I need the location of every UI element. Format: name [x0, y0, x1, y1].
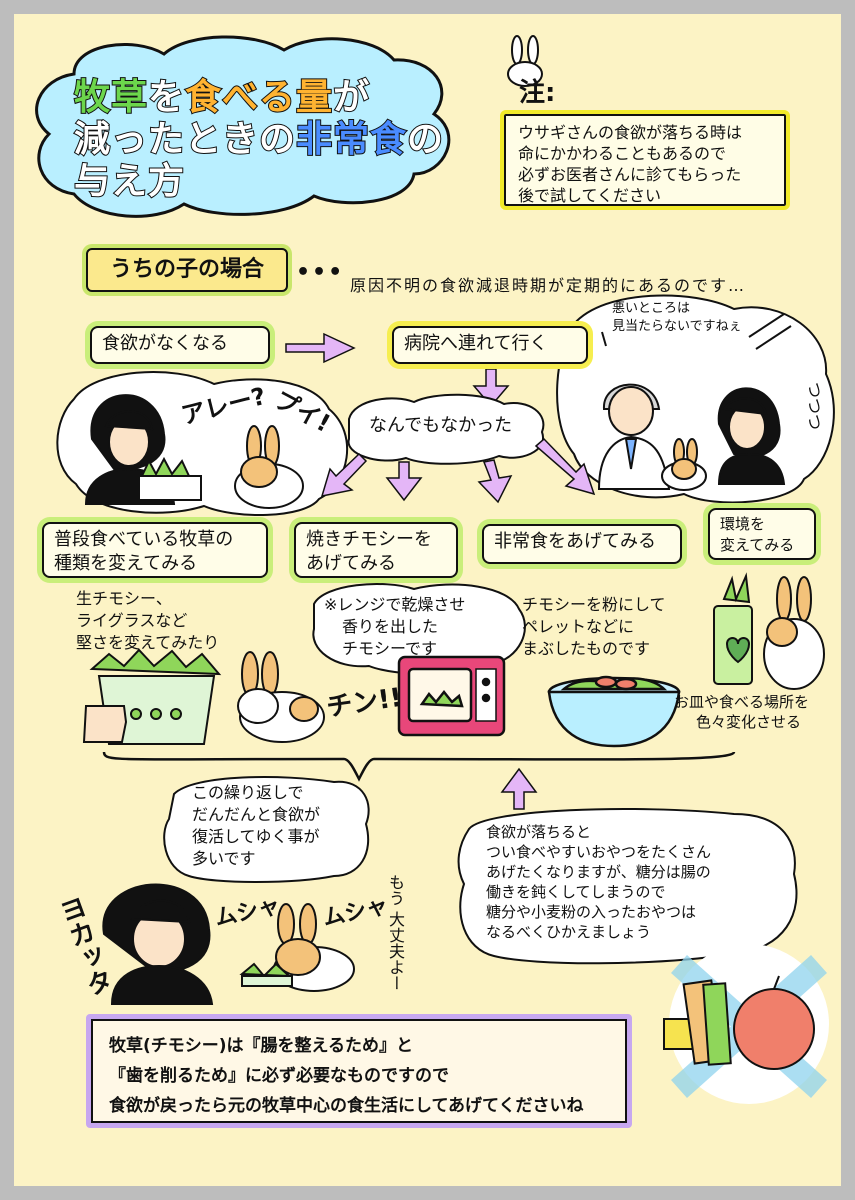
arrow-right-icon — [285, 332, 356, 364]
title-line-3: 与え方 — [73, 161, 186, 203]
title-word: 量 — [295, 77, 334, 119]
warning-line: 働きを鈍くしてしまうので — [486, 883, 666, 901]
desc-line: 香りを出した — [342, 617, 439, 636]
title-line-2: 減ったときの非常食の — [73, 119, 445, 161]
note-line: ウサギさんの食欲が落ちる時は — [518, 123, 743, 142]
case-description: 原因不明の食欲減退時期が定期的にあるのです… — [350, 276, 747, 295]
note-line: 命にかかわることもあるので — [518, 144, 727, 163]
desc-line: お皿や食べる場所を — [674, 693, 810, 711]
microwave-icon — [397, 655, 506, 737]
desc-cloud-2 — [312, 583, 526, 676]
doctor-speech: 悪いところは 見当たらないですねぇ — [612, 300, 742, 336]
bottom-line: 『歯を削るため』に必ず必要なものですので — [109, 1066, 449, 1086]
desc-line: まぶしたものです — [522, 639, 651, 658]
bunny-clinic — [661, 438, 707, 491]
option-desc-3: チモシーを粉にして ペレットなどに まぶしたものです — [522, 594, 666, 660]
bunny-speech-line: もう — [386, 874, 405, 906]
warning-line: つい食べやすいおやつをたくさん — [486, 843, 712, 861]
title-line-1: 牧草を食べる量が — [73, 77, 371, 119]
prohibited-snacks-icon — [663, 944, 829, 1104]
note-line: 必ずお医者さんに診てもらった — [518, 165, 742, 184]
bottom-line: 牧草(チモシー)は『腸を整えるため』と — [109, 1036, 414, 1056]
case-label: うちの子の場合 — [86, 248, 288, 292]
title-word: が — [332, 77, 371, 119]
illustration-layer — [35, 35, 835, 1104]
option-desc-2: ※レンジで乾燥させ 香りを出した チモシーです — [324, 594, 465, 660]
title-word: 食べる — [184, 77, 297, 119]
owner-figure-left — [84, 394, 202, 505]
result-cloud — [347, 393, 545, 465]
repeat-bubble — [163, 776, 370, 883]
bunny-doodle-icon — [507, 35, 543, 87]
owner-figure-clinic — [717, 387, 786, 485]
warning-line: 食欲が落ちると — [486, 823, 592, 841]
option-label-line: 非常食をあげてみる — [494, 531, 656, 552]
arrow-down-icon — [472, 368, 510, 408]
desc-line: 色々変化させる — [696, 713, 802, 731]
title-word: 非常食 — [295, 119, 408, 161]
page: 牧草を食べる量が 減ったときの非常食の 与え方 注: ウサギさんの食欲が落ちる時… — [14, 14, 841, 1186]
option-label-line: 普段食べている牧草の — [54, 529, 234, 550]
sfx-gugu: つつつ — [805, 381, 825, 431]
owner-figure-happy — [102, 883, 214, 1005]
title-word: 減ったときの — [73, 119, 297, 161]
desc-line: チモシーを粉にして — [522, 595, 666, 614]
flow-step-clinic: 病院へ連れて行く — [392, 326, 588, 364]
cup-icon — [713, 572, 753, 685]
repeat-text: この繰り返しで だんだんと食欲が 復活してゆく事が 多いです — [192, 782, 320, 870]
note-box: ウサギさんの食欲が落ちる時は 命にかかわることもあるので 必ずお医者さんに診ても… — [500, 110, 790, 210]
brace-line — [102, 751, 736, 782]
bunny-hay — [237, 651, 325, 743]
desc-line: チモシーです — [342, 639, 438, 658]
bunny-speech-line: 大丈夫よー — [386, 911, 405, 992]
bunny-eating — [239, 903, 355, 992]
desc-line: 堅さを変えてみたり — [76, 633, 220, 652]
desc-line: ライグラスなど — [76, 611, 188, 630]
warning-line: 糖分や小麦粉の入ったおやつは — [486, 903, 697, 921]
option-environment: 環境を 変えてみる — [708, 508, 816, 560]
option-desc-1: 生チモシー、 ライグラスなど 堅さを変えてみたり — [76, 588, 219, 654]
option-baked-timothy: 焼きチモシーを あげてみる — [294, 522, 458, 578]
title-cloud — [35, 35, 451, 218]
title-word: を — [147, 77, 186, 119]
option-label-line: 種類を変えてみる — [54, 553, 198, 574]
option-label-line: あげてみる — [306, 553, 396, 574]
doctor-figure — [597, 383, 671, 490]
bunny-speech: もう 大丈夫よー — [384, 874, 406, 994]
warning-text: 食欲が落ちると つい食べやすいおやつをたくさん あげたくなりますが、糖分は腸の … — [486, 822, 711, 942]
option-emergency-food: 非常食をあげてみる — [482, 524, 682, 564]
branch-arrows — [320, 437, 596, 504]
note-label: 注: — [519, 78, 556, 108]
title-word: の — [406, 119, 445, 161]
option-change-hay: 普段食べている牧草の 種類を変えてみる — [42, 522, 268, 578]
option-desc-4: お皿や食べる場所を 色々変化させる — [674, 692, 809, 732]
case-dots: ••• — [296, 260, 345, 285]
note-line: 後で試してください — [518, 186, 662, 205]
repeat-line: だんだんと食欲が — [192, 805, 321, 824]
title-word: 牧草 — [73, 77, 149, 119]
bottom-message: 牧草(チモシー)は『腸を整えるため』と 『歯を削るため』に必ず必要なものですので… — [86, 1014, 632, 1128]
bowl-icon — [547, 675, 681, 748]
title-word: 与え方 — [73, 161, 186, 203]
flow-result: なんでもなかった — [369, 415, 513, 436]
bottom-line: 食欲が戻ったら元の牧草中心の食生活にしてあげてくださいね — [109, 1096, 584, 1116]
arrow-up-icon — [500, 767, 538, 810]
doctor-speech-line: 見当たらないですねぇ — [612, 319, 742, 334]
hay-tray — [82, 648, 222, 745]
option-label-line: 変えてみる — [720, 536, 795, 554]
repeat-line: 復活してゆく事が — [192, 827, 320, 846]
repeat-line: 多いです — [192, 849, 256, 868]
repeat-line: この繰り返しで — [192, 783, 304, 802]
desc-line: 生チモシー、 — [76, 589, 172, 608]
warning-line: あげたくなりますが、糖分は腸の — [486, 863, 711, 881]
bunny-env — [763, 576, 825, 690]
option-label-line: 焼きチモシーを — [306, 529, 432, 550]
flow-step-appetite-loss: 食欲がなくなる — [90, 326, 270, 364]
doctor-speech-line: 悪いところは — [612, 301, 691, 316]
desc-line: ペレットなどに — [522, 617, 635, 636]
desc-line: ※レンジで乾燥させ — [324, 595, 466, 614]
bunny-left — [234, 425, 304, 509]
option-label-line: 環境を — [720, 515, 766, 533]
warning-line: なるべくひかえましょう — [486, 923, 652, 941]
